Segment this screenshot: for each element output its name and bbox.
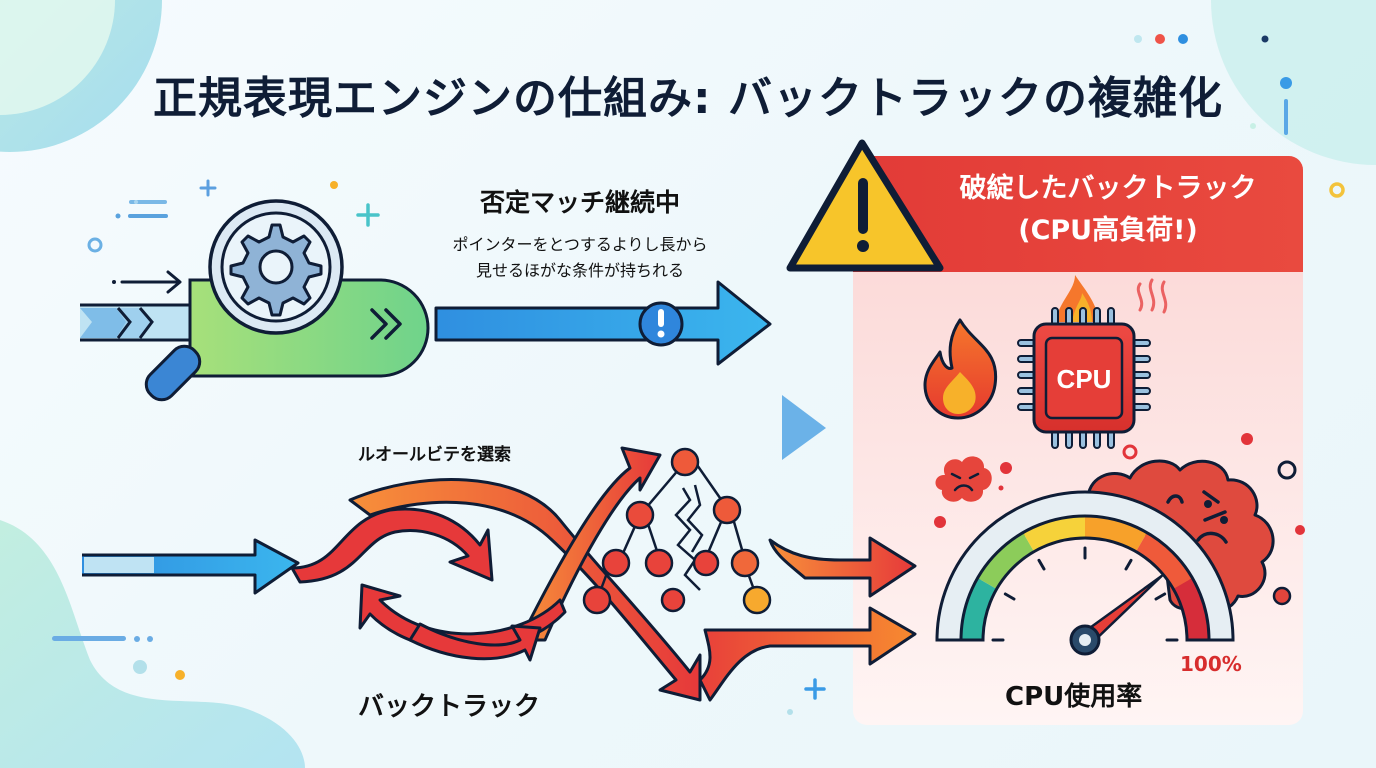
branch-arrow xyxy=(518,446,662,642)
bottom-flow xyxy=(82,446,917,702)
blue-flow-arrow xyxy=(434,280,772,366)
gauge-tick xyxy=(1124,558,1133,571)
output-arrow xyxy=(698,606,917,702)
failure-title-line2: (CPU高負荷!) xyxy=(1018,215,1198,246)
flame-icon xyxy=(923,318,998,420)
sparkle-dots xyxy=(52,34,1345,715)
description-line1: ポインターをとつするよりし長から xyxy=(452,235,708,254)
small-right-arrow-icon xyxy=(112,270,182,294)
cpu-usage-label: CPU使用率 xyxy=(1005,682,1143,712)
gauge-tick xyxy=(1037,558,1046,571)
failure-title-line1: 破綻したバックトラック xyxy=(959,173,1257,204)
cpu-gauge xyxy=(935,490,1235,656)
play-triangle-icon xyxy=(782,395,826,460)
failure-panel-header: 破綻したバックトラック (CPU高負荷!) xyxy=(853,156,1303,272)
double-chevron-icon xyxy=(370,308,402,340)
negative-match-heading: 否定マッチ継続中 xyxy=(479,188,680,217)
corner-blob-inner xyxy=(0,0,115,115)
input-blue-arrow xyxy=(82,538,300,595)
gauge-band-outline xyxy=(959,514,1211,642)
angry-smoke-cloud-small xyxy=(934,456,1012,528)
branch-arrow xyxy=(290,507,494,584)
gauge-segment xyxy=(1136,532,1193,589)
backtrack-arrow xyxy=(358,583,567,652)
gauge-segment xyxy=(1023,516,1085,552)
top-flow xyxy=(80,199,772,402)
gear-icon xyxy=(229,223,323,317)
negative-match-description: ポインターをとつするよりし長から 見せるほがな条件が持ちれる xyxy=(400,232,760,284)
corner-blob xyxy=(1211,0,1376,165)
gauge-segment xyxy=(977,532,1034,589)
magnifier-gear-icon xyxy=(144,199,344,402)
cpu-chip-icon: CPU xyxy=(1017,275,1168,449)
gauge-segment xyxy=(961,578,997,640)
warning-icon xyxy=(786,139,944,272)
backtrack-arrow xyxy=(408,622,542,662)
broken-tree xyxy=(582,447,772,615)
cpu-chip-label: CPU xyxy=(1057,364,1112,394)
gauge-tick xyxy=(1154,592,1167,601)
failure-panel-title: 破綻したバックトラック (CPU高負荷!) xyxy=(913,168,1303,252)
gauge-segment xyxy=(1085,516,1147,552)
backtrack-label: バックトラック xyxy=(358,692,541,722)
gauge-tick xyxy=(1003,592,1016,601)
description-line2: 見せるほがな条件が持ちれる xyxy=(475,261,684,280)
gauge-hub-center xyxy=(1079,634,1091,646)
output-arrow xyxy=(768,536,917,598)
corner-blob xyxy=(0,520,305,768)
alternative-select-label: ルオールビテを選索 xyxy=(358,445,511,465)
heat-waves-icon xyxy=(1136,278,1168,314)
gauge-value-text: 100% xyxy=(1180,652,1242,676)
page-title: 正規表現エンジンの仕組み: バックトラックの複雑化 xyxy=(153,73,1223,124)
branch-arrow xyxy=(348,478,702,702)
gauge-segment xyxy=(1173,578,1209,640)
